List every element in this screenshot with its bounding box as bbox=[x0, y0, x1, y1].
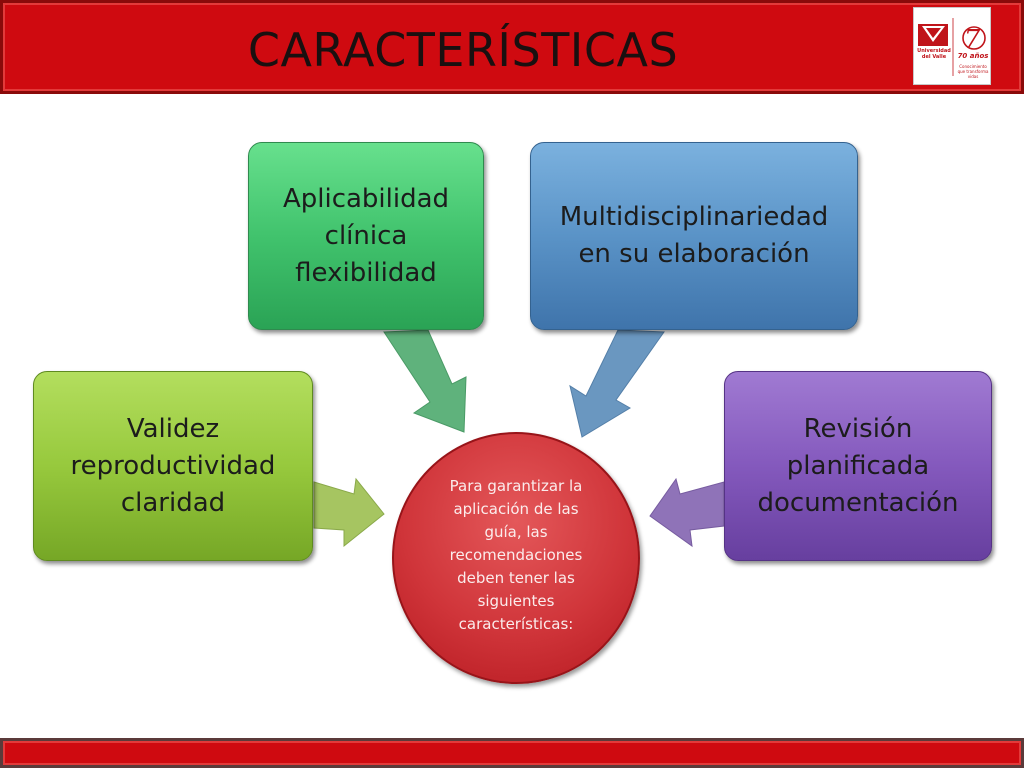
logo-tagline: Conocimiento que transforma vidas bbox=[957, 64, 989, 79]
node-validez-line: Validez bbox=[126, 413, 220, 444]
logo-anniversary: 70 años bbox=[957, 52, 989, 60]
node-validez-line: claridad bbox=[120, 487, 226, 518]
footer-bar bbox=[0, 738, 1024, 768]
node-validez: Validez reproductividad claridad bbox=[33, 371, 313, 561]
node-multidisciplinariedad: Multidisciplinariedad en su elaboración bbox=[530, 142, 858, 330]
header-bar: CARACTERÍSTICAS bbox=[0, 0, 1024, 94]
arrow-blue-icon bbox=[569, 329, 665, 438]
node-aplicabilidad-line: clínica bbox=[324, 220, 408, 251]
node-aplicabilidad: Aplicabilidad clínica flexibilidad bbox=[248, 142, 484, 330]
arrow-lime-icon bbox=[313, 477, 385, 548]
center-node-text: Para garantizar la aplicación de las guí… bbox=[449, 476, 583, 633]
node-revision-line: Revisión bbox=[803, 413, 913, 444]
univalle-seal-icon: 7 bbox=[918, 18, 986, 76]
node-revision-line: planificada bbox=[786, 450, 930, 481]
center-node: Para garantizar la aplicación de las guí… bbox=[392, 432, 640, 684]
node-validez-line: reproductividad bbox=[70, 450, 276, 481]
university-logo: 7 Universidad del Valle 70 años Conocimi… bbox=[913, 7, 991, 85]
node-multidisciplinariedad-line: Multidisciplinariedad bbox=[559, 202, 829, 232]
node-revision-line: documentación bbox=[757, 487, 959, 518]
arrow-green-icon bbox=[383, 329, 467, 433]
logo-university-name: Universidad del Valle bbox=[917, 48, 951, 60]
node-aplicabilidad-line: Aplicabilidad bbox=[282, 183, 450, 214]
node-aplicabilidad-line: flexibilidad bbox=[295, 257, 437, 288]
node-multidisciplinariedad-line: en su elaboración bbox=[578, 239, 810, 269]
page-title: CARACTERÍSTICAS bbox=[247, 23, 679, 77]
node-revision: Revisión planificada documentación bbox=[724, 371, 992, 561]
arrow-purple-icon bbox=[649, 477, 725, 548]
